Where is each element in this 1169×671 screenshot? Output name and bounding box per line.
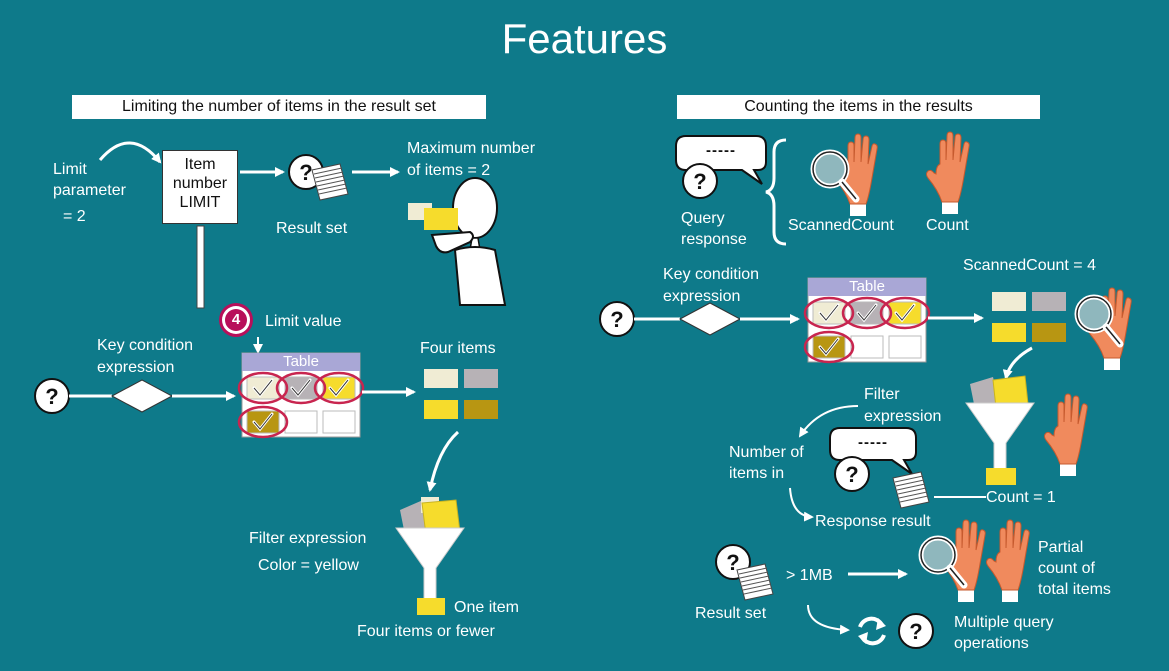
sign-post <box>196 225 205 309</box>
count-label: Count <box>926 217 969 234</box>
limit-value-badge: 4 <box>222 306 250 334</box>
partial-count-line1: Partial <box>1038 539 1084 556</box>
person-icon <box>408 177 507 306</box>
one-item-label: One item <box>454 599 519 616</box>
query-response-line1: Query <box>681 210 725 227</box>
limit-value-label: Limit value <box>265 313 342 330</box>
key-condition-right-line2: expression <box>663 288 741 305</box>
table-icon <box>237 352 365 439</box>
key-condition-line1: Key condition <box>97 337 194 354</box>
max-items-line1: Maximum number <box>407 140 536 157</box>
refresh-icon <box>858 616 886 646</box>
arrow-to-multiple <box>807 604 850 635</box>
document-stack-icon <box>892 471 930 509</box>
left-limit-arrow <box>98 141 162 164</box>
filter-expression-label: Filter expression <box>249 530 367 547</box>
sign-line-1: Item <box>184 156 216 173</box>
table-icon <box>803 277 931 364</box>
size-label: > 1MB <box>786 567 833 584</box>
hand-icon <box>1044 393 1088 477</box>
arrow-number-to-response <box>789 487 814 522</box>
question-icon <box>34 378 70 414</box>
filter-color-label: Color = yellow <box>258 557 359 574</box>
scanned-count-value: ScannedCount = 4 <box>963 257 1096 274</box>
funnel-icon <box>965 375 1035 484</box>
page-title: Features <box>501 15 668 62</box>
response-bubble-text: ----- <box>858 434 888 451</box>
result-set-label-right: Result set <box>695 605 767 622</box>
question-icon <box>682 163 718 199</box>
document-stack-icon <box>311 163 349 201</box>
count-item-swatch <box>986 468 1016 485</box>
filter-expression-right-line2: expression <box>864 408 942 425</box>
number-of-items-line2: items in <box>729 465 785 482</box>
four-or-fewer-label: Four items or fewer <box>357 623 495 640</box>
key-condition-right-line1: Key condition <box>663 266 760 283</box>
speech-bubble-icon <box>675 135 767 185</box>
limit-parameter-value: = 2 <box>63 208 86 225</box>
table-header-label-right: Table <box>849 278 885 295</box>
four-items-grid <box>424 369 498 419</box>
limit-parameter-line2: parameter <box>53 182 126 199</box>
arrow-items-to-funnel-right <box>1002 346 1033 380</box>
limit-sign: Item number LIMIT <box>162 150 238 224</box>
query-response-line2: response <box>681 231 747 248</box>
brace <box>765 138 787 246</box>
multiple-ops-line1: Multiple query <box>954 614 1054 631</box>
query-bubble-text: ----- <box>706 142 736 159</box>
sign-line-2: number <box>172 175 228 192</box>
key-condition-line2: expression <box>97 359 175 376</box>
filter-expression-right-line1: Filter <box>864 386 900 403</box>
partial-count-line3: total items <box>1038 581 1111 598</box>
limit-parameter-line1: Limit <box>53 161 87 178</box>
four-items-grid-right <box>992 292 1066 342</box>
question-icon <box>599 301 635 337</box>
question-icon <box>898 613 934 649</box>
number-of-items-line1: Number of <box>729 444 804 461</box>
sign-line-3: LIMIT <box>179 194 221 211</box>
arrow-filter-to-number <box>798 405 859 438</box>
result-set-label: Result set <box>276 220 348 237</box>
diamond-icon <box>110 379 174 413</box>
partial-count-line2: count of <box>1038 560 1095 577</box>
question-icon <box>834 456 870 492</box>
count-value: Count = 1 <box>986 489 1056 506</box>
speech-bubble-icon <box>829 427 917 475</box>
scanned-count-label: ScannedCount <box>788 217 894 234</box>
one-item-swatch <box>417 598 445 615</box>
multiple-ops-line2: operations <box>954 635 1029 652</box>
left-section-header: Limiting the number of items in the resu… <box>72 95 486 119</box>
hand-icon <box>926 131 970 215</box>
hand-icon <box>986 519 1030 603</box>
four-items-label: Four items <box>420 340 496 357</box>
right-section-header: Counting the items in the results <box>677 95 1040 119</box>
max-items-line2: of items = 2 <box>407 162 491 179</box>
table-header-label: Table <box>283 353 319 370</box>
arrow-items-to-funnel <box>426 430 460 492</box>
document-stack-icon <box>736 563 774 601</box>
response-result-label: Response result <box>815 513 931 530</box>
diamond-icon <box>678 302 742 336</box>
funnel-icon <box>395 497 465 609</box>
